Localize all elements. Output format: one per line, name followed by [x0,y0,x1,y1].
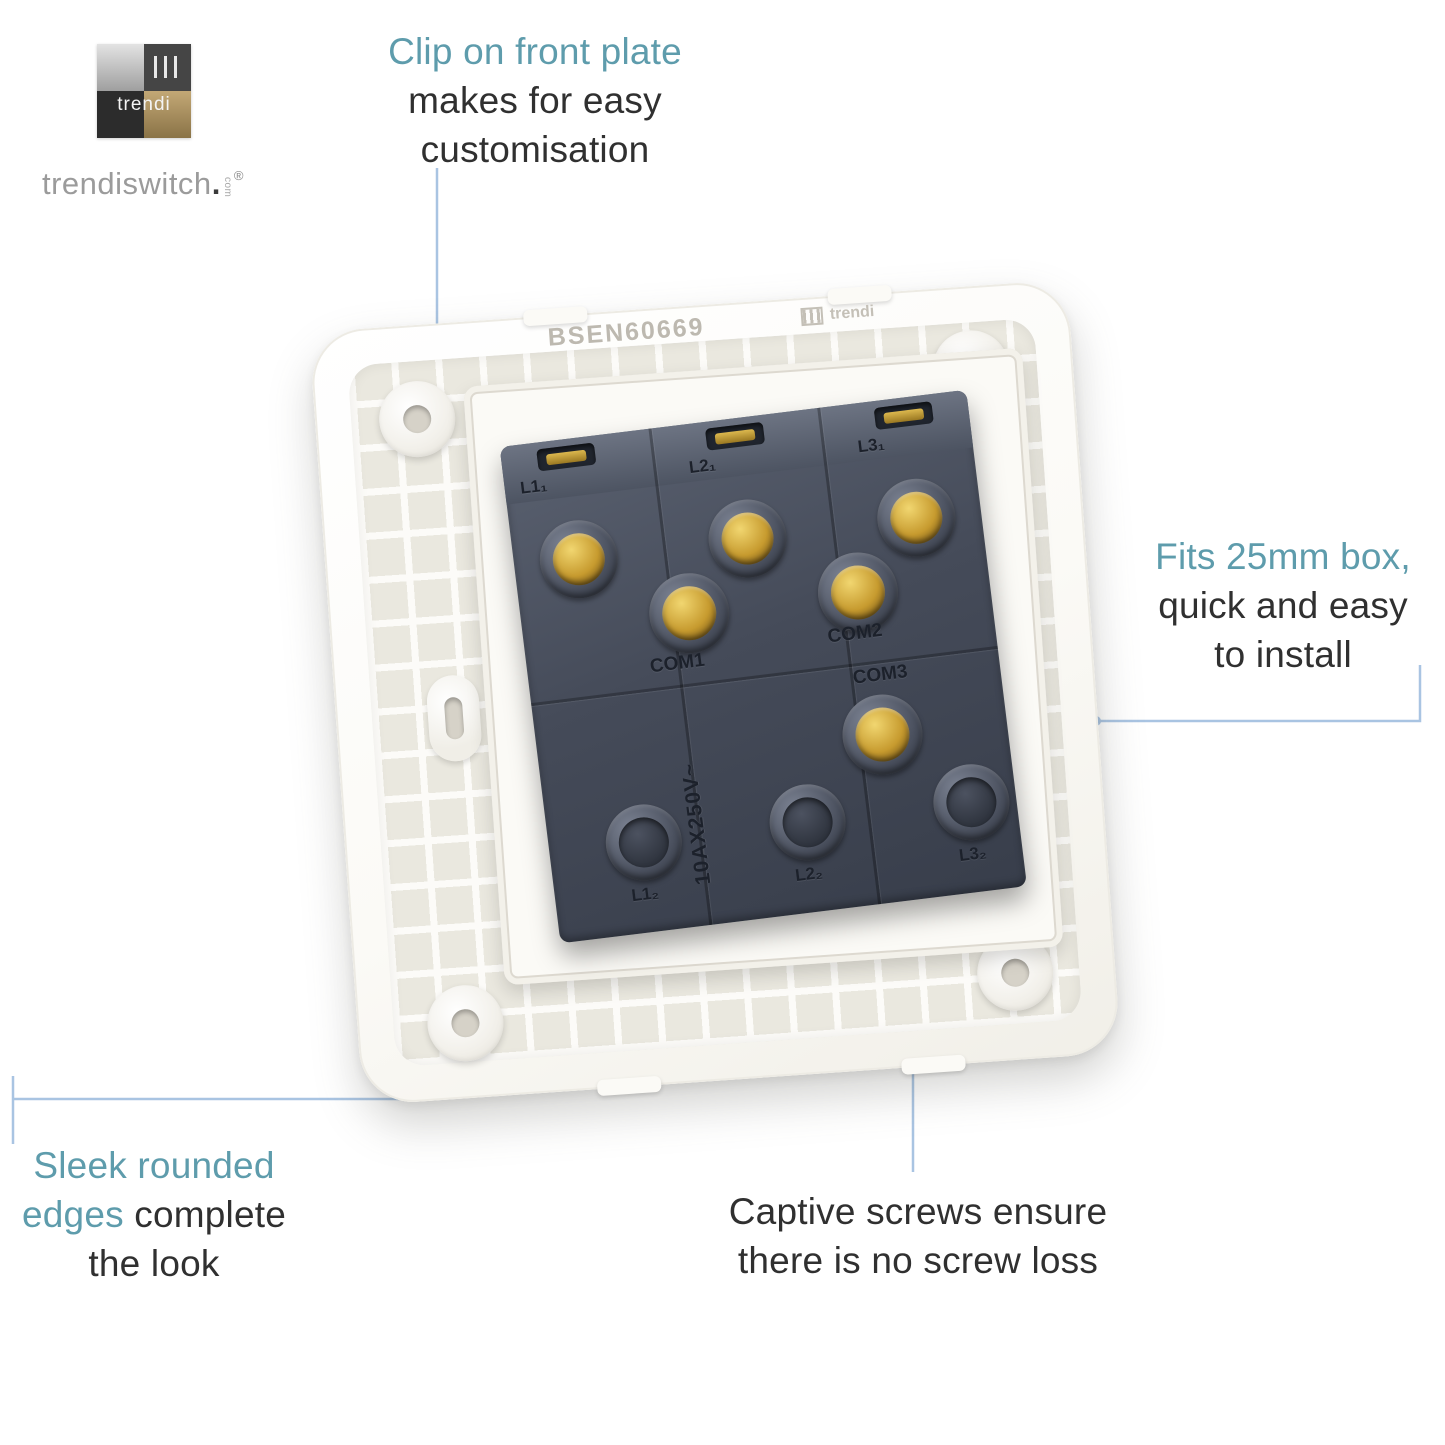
mechanism-ridge [531,645,998,707]
clip-tab [827,284,893,306]
switch-mechanism: L1₁ L2₁ L3₁ COM1 COM2 COM3 10AX250V~ [499,389,1028,944]
callout-bottom-left-rest: complete the look [88,1193,287,1284]
brand-wordmark: trendiswitch.com® [42,166,244,202]
logo-swatch-silver [97,44,144,91]
terminal-com1-screw [644,568,734,658]
callout-right-rest: quick and easy to install [1158,584,1408,675]
wordmark-text: trendiswitch [42,166,212,201]
plate-brand-mark: trendi [800,302,875,327]
label-com2: COM2 [826,619,884,648]
terminal-l1-screw [535,515,623,603]
clip-tab [596,1075,662,1097]
wordmark-dot: . [211,166,221,201]
callout-bottom-left-highlight: Sleek rounded edges [21,1145,275,1235]
terminal-label-l3-bottom: L3₂ [957,842,988,866]
registered-mark: ® [233,168,244,183]
terminal-label-l1-bottom: L1₂ [630,883,660,906]
terminal-label-l2-bottom: L2₂ [794,862,824,886]
mounting-frame: L1₁ L2₁ L3₁ COM1 COM2 COM3 10AX250V~ [463,347,1064,986]
callout-clip-on-front-plate: Clip on front plate makes for easy custo… [345,28,725,174]
plate-brand-text: trendi [829,302,875,324]
clip-tab [901,1054,966,1075]
switch-plate-back: BSEN60669 trendi L1₁ [308,279,1122,1106]
trendi-logo: trendi [97,44,191,138]
oval-fixing-slot [425,673,484,763]
wordmark-com: com [221,177,233,198]
trendi-stripes-icon [800,306,824,327]
terminal-l2-screw [704,495,792,582]
terminal-com3-captive-screw [837,689,928,780]
callout-captive-screws: Captive screws ensure there is no screw … [692,1188,1144,1286]
terminal-blank-3 [929,759,1014,845]
terminal-blank-1 [601,800,687,885]
terminal-blank-2 [765,779,850,865]
logo-text: trendi [117,94,171,115]
logo-stripes-icon [144,44,191,91]
callout-sleek-rounded-edges: Sleek rounded edges complete the look [2,1142,306,1288]
logo-swatch-dark [97,91,144,138]
callout-top-rest: makes for easy customisation [408,79,662,170]
callout-right-highlight: Fits 25mm box, [1155,536,1411,577]
rating-marking: 10AX250V~ [677,761,716,887]
label-com1: COM1 [648,649,706,678]
terminal-l3-screw [872,474,960,562]
callout-bottom-center-text: Captive screws ensure there is no screw … [728,1191,1108,1281]
callout-fits-25mm-box: Fits 25mm box, quick and easy to install [1140,533,1426,679]
plate-body: BSEN60669 trendi L1₁ [308,279,1122,1106]
callout-top-highlight: Clip on front plate [388,31,682,72]
logo-swatch-gold [144,91,191,138]
